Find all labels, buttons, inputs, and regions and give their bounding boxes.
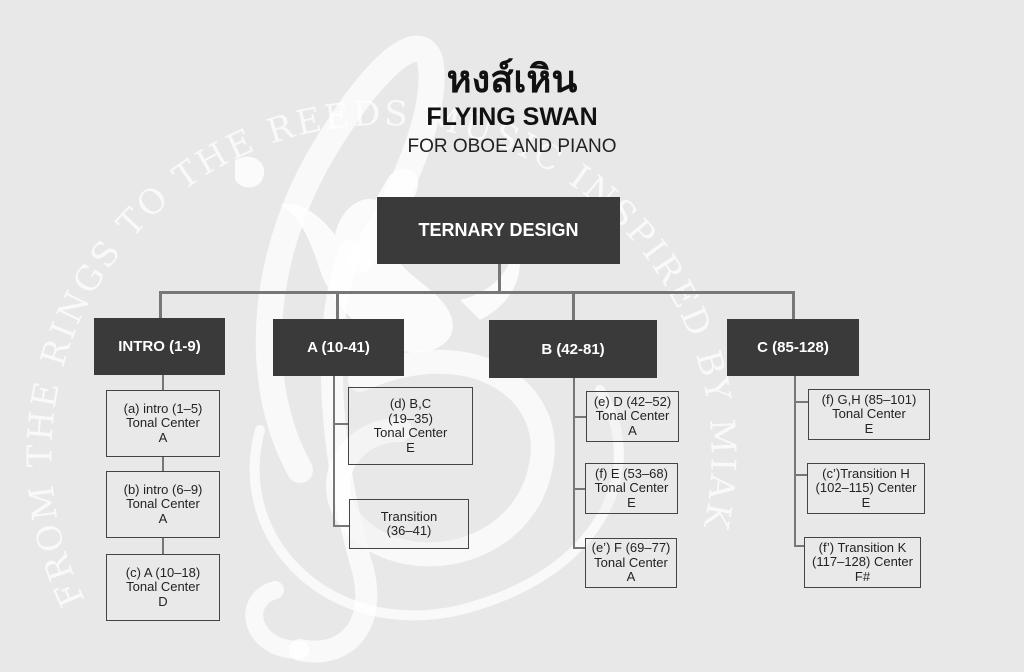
- c-item: (f’) Transition K (117–128) Center F#: [804, 537, 921, 588]
- b-tick-1: [573, 416, 586, 418]
- section-a: A (10-41): [273, 319, 404, 376]
- intro-item: (c) A (10–18) Tonal Center D: [106, 554, 220, 621]
- a-tick-1: [333, 423, 348, 425]
- b-item: (e’) F (69–77) Tonal Center A: [585, 538, 677, 588]
- b-item: (e) D (42–52) Tonal Center A: [586, 391, 679, 442]
- drop-b: [572, 291, 575, 320]
- a-trunk: [333, 376, 335, 527]
- section-intro: INTRO (1-9): [94, 318, 225, 375]
- page-subtitle: FOR OBOE AND PIANO: [407, 136, 617, 157]
- b-item: (f) E (53–68) Tonal Center E: [585, 463, 678, 514]
- a-item: Transition (36–41): [349, 499, 469, 549]
- a-tick-2: [333, 525, 349, 527]
- c-item: (f) G,H (85–101) Tonal Center E: [808, 389, 930, 440]
- b-tick-3: [573, 547, 585, 549]
- a-item: (d) B,C (19–35) Tonal Center E: [348, 387, 473, 465]
- c-tick-2: [794, 474, 807, 476]
- drop-c: [792, 291, 795, 319]
- b-trunk: [573, 378, 575, 549]
- root-node: TERNARY DESIGN: [377, 197, 620, 264]
- page-title: FLYING SWAN: [426, 103, 598, 131]
- intro-link-1: [162, 375, 164, 390]
- c-tick-3: [794, 545, 804, 547]
- c-tick-1: [794, 401, 808, 403]
- section-c: C (85-128): [727, 319, 859, 376]
- c-item: (c’)Transition H (102–115) Center E: [807, 463, 925, 514]
- drop-a: [336, 291, 339, 319]
- root-stem: [498, 264, 501, 293]
- intro-link-2: [162, 457, 164, 471]
- thai-title: หงส์เหิน: [446, 57, 578, 101]
- branch-bar: [159, 291, 795, 294]
- section-b: B (42-81): [489, 320, 657, 378]
- drop-intro: [159, 291, 162, 319]
- c-trunk: [794, 376, 796, 547]
- b-tick-2: [573, 488, 585, 490]
- intro-link-3: [162, 538, 164, 554]
- intro-item: (b) intro (6–9) Tonal Center A: [106, 471, 220, 538]
- intro-item: (a) intro (1–5) Tonal Center A: [106, 390, 220, 457]
